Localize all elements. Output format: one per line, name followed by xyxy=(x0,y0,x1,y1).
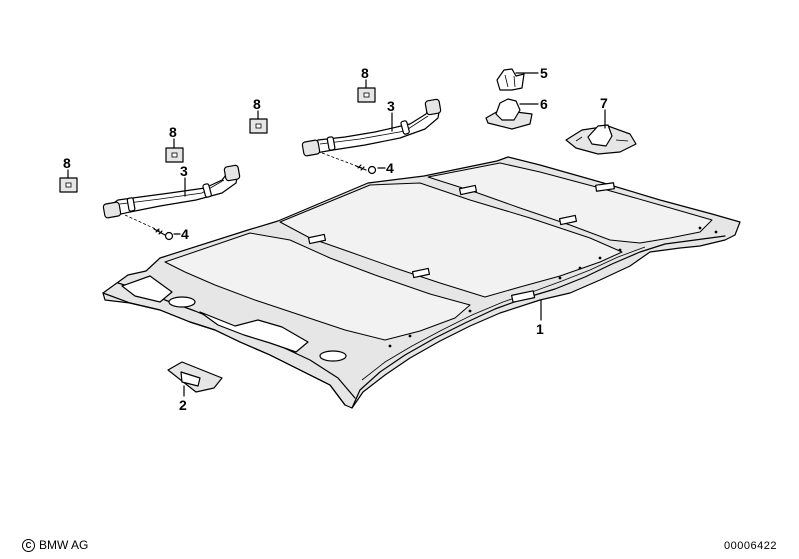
grab-handle-cap xyxy=(301,139,321,157)
callout-part8b: 8 xyxy=(169,124,177,140)
screw-right[interactable] xyxy=(321,152,377,175)
headliner-clip-slot xyxy=(458,184,478,196)
grab-handle-bar xyxy=(107,169,239,217)
trim-cover-part[interactable] xyxy=(565,124,637,155)
callout-part4-right: 4 xyxy=(386,160,394,176)
copyright-icon: C xyxy=(22,538,35,552)
grab-handle-ring xyxy=(326,136,336,151)
headliner-visor-cutout xyxy=(199,311,309,353)
grab-handle-cap xyxy=(102,201,122,219)
clip-detail xyxy=(504,74,516,88)
copyright-notice: C BMW AG xyxy=(22,538,88,552)
label-sticker-a[interactable] xyxy=(59,177,78,193)
screw-thread xyxy=(153,228,166,236)
grab-handle-bar xyxy=(305,102,441,155)
headliner-clip-slot xyxy=(558,214,578,226)
callout-part5: 5 xyxy=(540,65,548,81)
grab-handle-groove xyxy=(319,115,429,145)
label-sticker-c[interactable] xyxy=(249,118,268,134)
headliner-rivets xyxy=(388,226,718,348)
headliner-side-inner xyxy=(361,246,646,381)
sticker-center xyxy=(65,182,72,188)
screw-thread xyxy=(355,164,367,171)
diagram-number: 00006422 xyxy=(724,540,777,552)
sticker-center xyxy=(363,92,370,98)
grab-handle-groove xyxy=(119,179,225,205)
screw-leader-dashed xyxy=(124,214,163,233)
headliner-panel-rear xyxy=(427,162,713,244)
holder-part[interactable] xyxy=(485,98,533,130)
grab-handle-right[interactable] xyxy=(301,98,442,157)
headliner-clip-slot xyxy=(307,233,327,245)
grab-handle-left[interactable] xyxy=(102,164,241,219)
trim-cover-detail xyxy=(575,136,629,142)
lamp-cover-lens xyxy=(180,371,201,387)
headliner-panel-front xyxy=(164,232,471,341)
sticker-center xyxy=(255,123,262,129)
grab-handle-ring xyxy=(400,120,410,135)
holder-dome xyxy=(495,98,521,121)
callout-part6: 6 xyxy=(540,96,548,112)
screw-head xyxy=(164,231,174,241)
grab-handle-cap xyxy=(424,98,442,116)
callout-part3-right: 3 xyxy=(387,98,395,114)
headliner-recess xyxy=(319,350,347,362)
callout-part3-left: 3 xyxy=(180,163,188,179)
sticker-center xyxy=(171,152,178,158)
screw-leader-dashed xyxy=(321,152,363,169)
callout-part2: 2 xyxy=(179,397,187,413)
grab-handle-cap xyxy=(223,164,241,182)
headliner-clip-slot xyxy=(411,267,431,279)
label-sticker-b[interactable] xyxy=(165,147,184,163)
callout-labels: 1 2 3 3 4 4 5 6 7 8 8 8 8 xyxy=(63,65,608,413)
callout-part8d: 8 xyxy=(361,65,369,81)
headliner-part[interactable] xyxy=(102,156,741,409)
grab-handle-ring xyxy=(202,183,212,198)
screw-head xyxy=(367,165,377,175)
leader-lines xyxy=(67,72,606,397)
clip-body xyxy=(496,68,525,91)
callout-part4-left: 4 xyxy=(181,226,189,242)
headliner-recess xyxy=(168,296,196,308)
headliner-clip-slot xyxy=(595,182,615,192)
headliner-front-lip xyxy=(102,292,346,406)
screw-left[interactable] xyxy=(124,214,174,241)
callout-part8a: 8 xyxy=(63,155,71,171)
brand-name: BMW AG xyxy=(39,538,89,552)
grab-handle-ring xyxy=(126,197,136,212)
clip-part[interactable] xyxy=(496,68,525,91)
label-sticker-d[interactable] xyxy=(357,87,376,103)
callout-part7: 7 xyxy=(600,95,608,111)
callout-part1: 1 xyxy=(536,321,544,337)
headliner-clip-slot xyxy=(511,290,536,303)
trim-cover-raised xyxy=(587,124,613,147)
callout-part8c: 8 xyxy=(253,96,261,112)
headliner-visor-cutout xyxy=(121,275,173,303)
lamp-cover-part[interactable] xyxy=(167,361,223,393)
